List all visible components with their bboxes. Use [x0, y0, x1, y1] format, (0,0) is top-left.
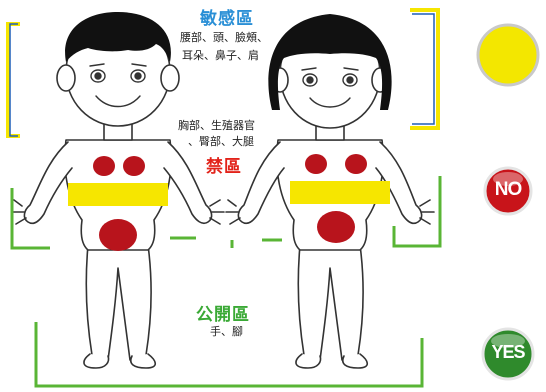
sensitive-zone-title: 敏感區: [200, 9, 254, 29]
boy-hair: [65, 12, 171, 62]
girl-face: [301, 67, 359, 108]
boy-face: [89, 63, 147, 108]
no-button-label: NO: [494, 179, 523, 200]
yellow-dot-icon: [476, 23, 540, 87]
yes-button[interactable]: YES: [483, 329, 533, 379]
public-zone-text: 手、腳: [210, 325, 243, 338]
private-zone-line1: 胸部、生殖器官: [178, 119, 255, 132]
public-zone-title: 公開區: [196, 305, 250, 325]
public-zone-brackets: [10, 176, 442, 388]
yes-button-shine: [491, 334, 525, 348]
no-button-bg: [483, 166, 533, 216]
sensitive-zone-line1: 腰部、頭、臉頰、: [180, 31, 268, 44]
no-button-shine: [493, 172, 523, 186]
private-zone-title: 禁區: [206, 157, 242, 177]
sensitive-zone-brackets: [6, 8, 440, 138]
yes-button-bg: [481, 327, 535, 381]
yes-button-label: YES: [491, 342, 525, 362]
private-zone-markers: [68, 154, 390, 251]
no-button[interactable]: NO: [485, 168, 531, 214]
sensitive-zone-line2: 耳朵、鼻子、肩: [182, 49, 259, 62]
private-zone-line2: 、臀部、大腿: [188, 135, 254, 148]
girl-hair: [268, 14, 392, 110]
